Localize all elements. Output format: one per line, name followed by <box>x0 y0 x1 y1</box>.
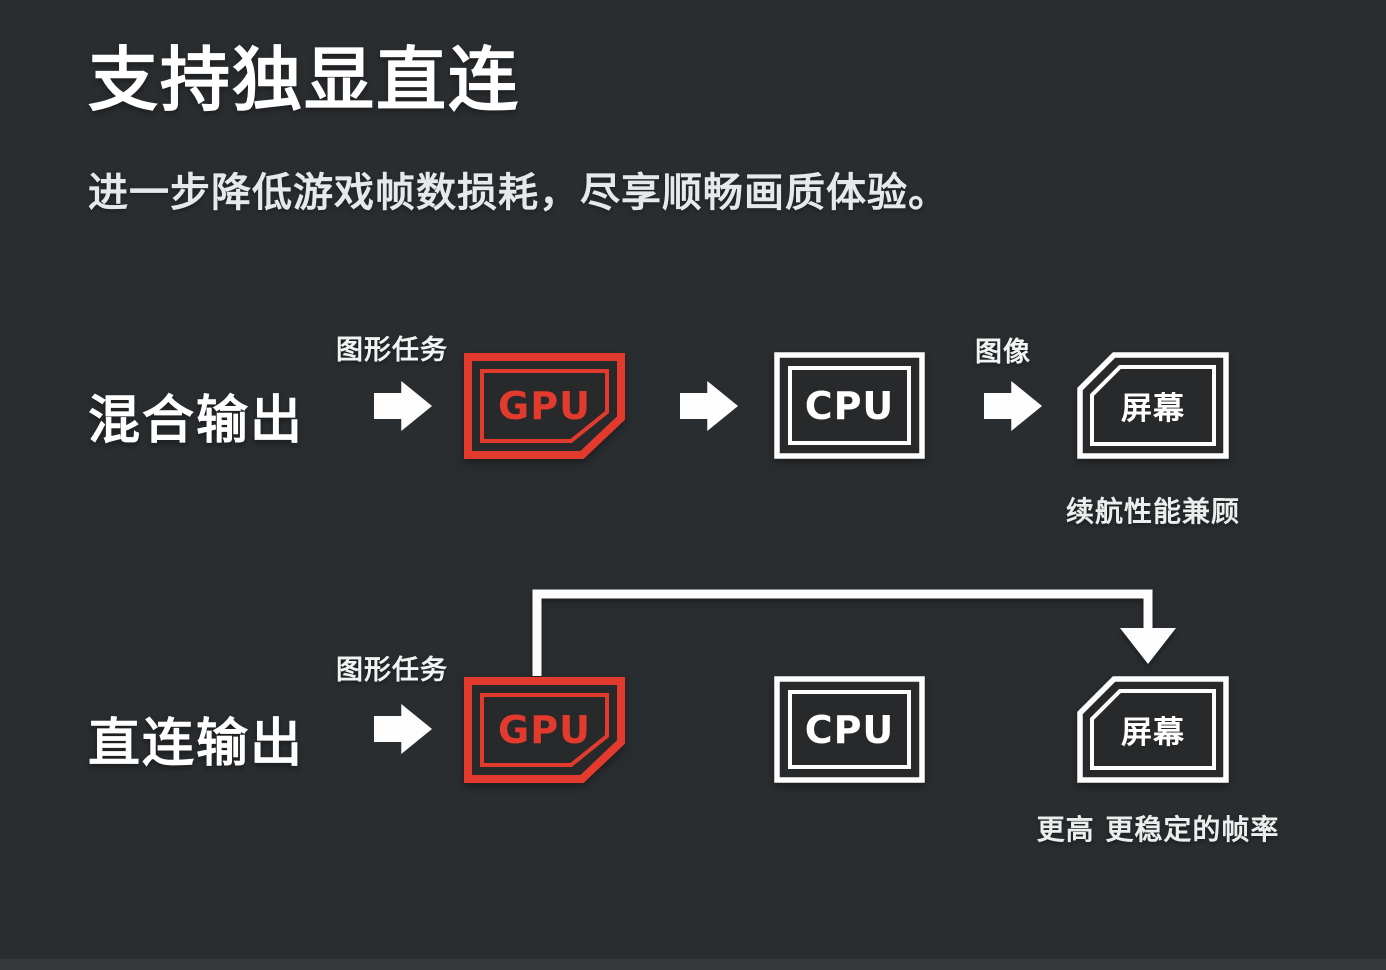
screen-chip-label: 屏幕 <box>1121 391 1185 427</box>
arrow-right-icon <box>374 381 432 431</box>
cpu-chip-row1: CPU <box>773 351 926 460</box>
cpu-chip-label: CPU <box>804 707 895 752</box>
bypass-connector-arrow-icon <box>532 589 1176 676</box>
arrow-right-icon <box>374 704 432 754</box>
arrow-right-icon <box>984 381 1042 431</box>
direct-output-label: 直连输出 <box>88 714 305 774</box>
screen-chip-frame-icon <box>1077 352 1229 459</box>
gpu-chip-label: GPU <box>498 384 591 428</box>
hybrid-output-caption: 续航性能兼顾 <box>1065 495 1241 528</box>
image-label-row1: 图像 <box>975 337 1031 368</box>
screen-chip-frame-icon <box>1077 676 1229 783</box>
page-subtitle: 进一步降低游戏帧数损耗，尽享顺畅画质体验。 <box>88 170 949 216</box>
arrow-right-icon <box>680 381 738 431</box>
gpu-chip-frame-icon <box>464 353 625 459</box>
screen-chip-row1: 屏幕 <box>1076 351 1230 460</box>
gpu-chip-row1: GPU <box>463 352 626 460</box>
screen-chip-label: 屏幕 <box>1121 715 1185 751</box>
cpu-chip-frame-icon <box>774 676 925 783</box>
gpu-chip-label: GPU <box>498 708 591 752</box>
cpu-chip-label: CPU <box>804 383 895 428</box>
cpu-chip-frame-icon <box>774 352 925 459</box>
hybrid-output-label: 混合输出 <box>88 391 305 451</box>
gpu-chip-row2: GPU <box>463 676 626 784</box>
direct-output-caption: 更高 更稳定的帧率 <box>1036 813 1280 846</box>
gpu-chip-frame-icon <box>464 677 625 783</box>
graphics-task-label-row2: 图形任务 <box>336 655 448 686</box>
screen-chip-row2: 屏幕 <box>1076 675 1230 784</box>
graphics-task-label-row1: 图形任务 <box>336 335 448 366</box>
cpu-chip-row2: CPU <box>773 675 926 784</box>
page-title: 支持独显直连 <box>88 39 520 121</box>
bottom-strip <box>0 959 1386 970</box>
